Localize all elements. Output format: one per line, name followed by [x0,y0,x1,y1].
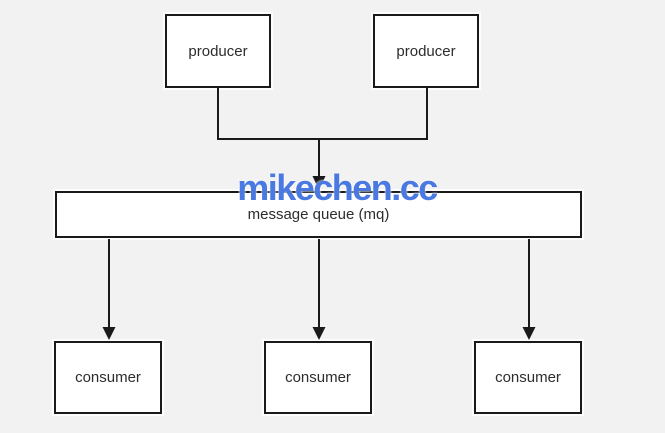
node-producer-2: producer [373,14,479,88]
node-label: consumer [495,369,561,386]
node-label: message queue (mq) [247,206,390,223]
node-consumer-2: consumer [264,341,372,414]
node-label: consumer [75,369,141,386]
node-producer-1: producer [165,14,271,88]
node-message-queue: message queue (mq) [55,191,582,238]
watermark: mikechen.cc [237,167,438,208]
arrowhead-down-icon [102,327,116,340]
node-consumer-3: consumer [474,341,582,414]
node-label: producer [396,42,456,60]
arrowhead-down-icon [522,327,536,340]
node-label: producer [188,42,248,60]
connector-producers-junction [217,88,428,140]
node-consumer-1: consumer [54,341,162,414]
arrowhead-down-icon [312,327,326,340]
node-label: consumer [285,369,351,386]
